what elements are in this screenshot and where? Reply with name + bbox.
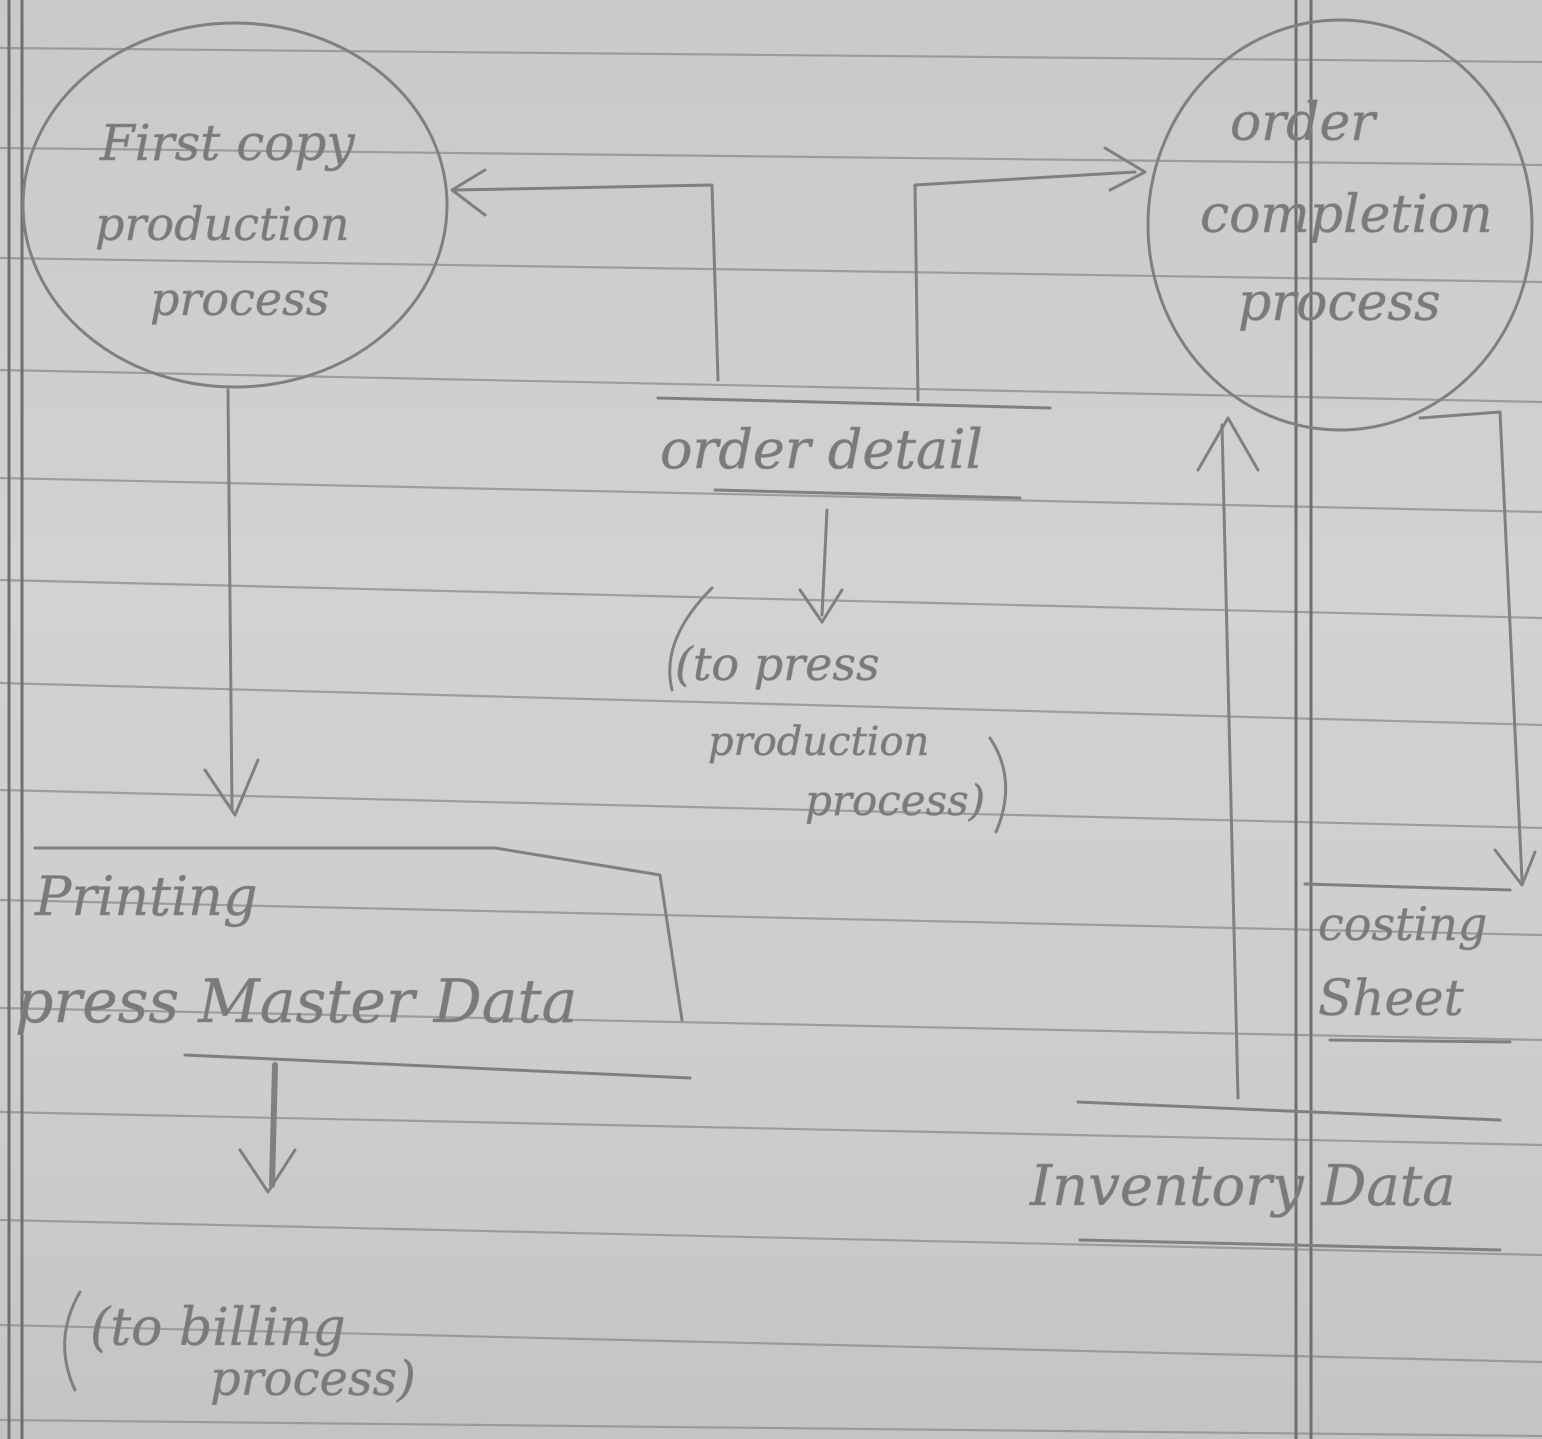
flow-first-copy-to-printing bbox=[203, 388, 260, 817]
datastore-inventory: Inventory Data bbox=[1029, 1100, 1502, 1252]
arrowhead bbox=[1103, 146, 1147, 192]
datastore-label-line: costing bbox=[1318, 897, 1487, 951]
left-paren bbox=[63, 1290, 82, 1392]
external-label-line: (to press bbox=[675, 637, 880, 691]
datastore-label-line: Printing bbox=[34, 865, 258, 928]
datastore-printing-press: Printing press Master Data bbox=[15, 846, 692, 1080]
datastore-label-line: Sheet bbox=[1318, 969, 1465, 1027]
process-circle bbox=[21, 21, 449, 389]
flow-order-detail-to-first-copy bbox=[450, 168, 720, 382]
process-label-line: process bbox=[1238, 273, 1441, 333]
ruled-lines bbox=[0, 46, 1542, 1438]
external-label-line: process) bbox=[210, 1351, 416, 1407]
external-to-billing: (to billing process) bbox=[63, 1290, 416, 1407]
arrowhead bbox=[238, 1148, 297, 1194]
datastore-order-detail: order detail bbox=[656, 396, 1052, 500]
left-paren bbox=[668, 586, 714, 692]
flow-printing-to-billing bbox=[238, 1062, 297, 1194]
arrowhead bbox=[1196, 416, 1260, 472]
process-label-line: process bbox=[150, 272, 329, 326]
process-label-line: production bbox=[95, 197, 349, 251]
datastore-label: order detail bbox=[660, 418, 983, 481]
flow-order-detail-to-order-completion bbox=[913, 146, 1147, 402]
arrowhead bbox=[450, 168, 487, 217]
process-circle bbox=[1146, 18, 1534, 432]
external-to-press: (to press production process) bbox=[668, 586, 1008, 834]
flow-order-completion-to-costing bbox=[1418, 410, 1537, 887]
process-label-line: completion bbox=[1200, 185, 1493, 245]
datastore-label: Inventory Data bbox=[1029, 1154, 1456, 1219]
external-label-line: process) bbox=[805, 776, 985, 825]
margin-lines bbox=[7, 0, 1313, 1439]
flow-inventory-to-order-completion bbox=[1196, 416, 1260, 1100]
arrowhead bbox=[203, 758, 260, 817]
datastore-costing: costing Sheet bbox=[1303, 882, 1512, 1044]
external-label-line: production bbox=[708, 719, 929, 765]
datastore-label-line: press Master Data bbox=[15, 967, 577, 1037]
process-label-line: order bbox=[1230, 93, 1378, 153]
process-first-copy: First copy production process bbox=[21, 21, 449, 389]
flow-order-detail-to-press bbox=[798, 508, 844, 624]
right-paren bbox=[988, 736, 1008, 834]
arrowhead bbox=[1493, 848, 1537, 887]
process-label-line: First copy bbox=[99, 114, 355, 172]
arrowhead bbox=[798, 588, 844, 624]
process-order-completion: order completion process bbox=[1146, 18, 1534, 432]
external-label-line: (to billing bbox=[90, 1298, 346, 1358]
